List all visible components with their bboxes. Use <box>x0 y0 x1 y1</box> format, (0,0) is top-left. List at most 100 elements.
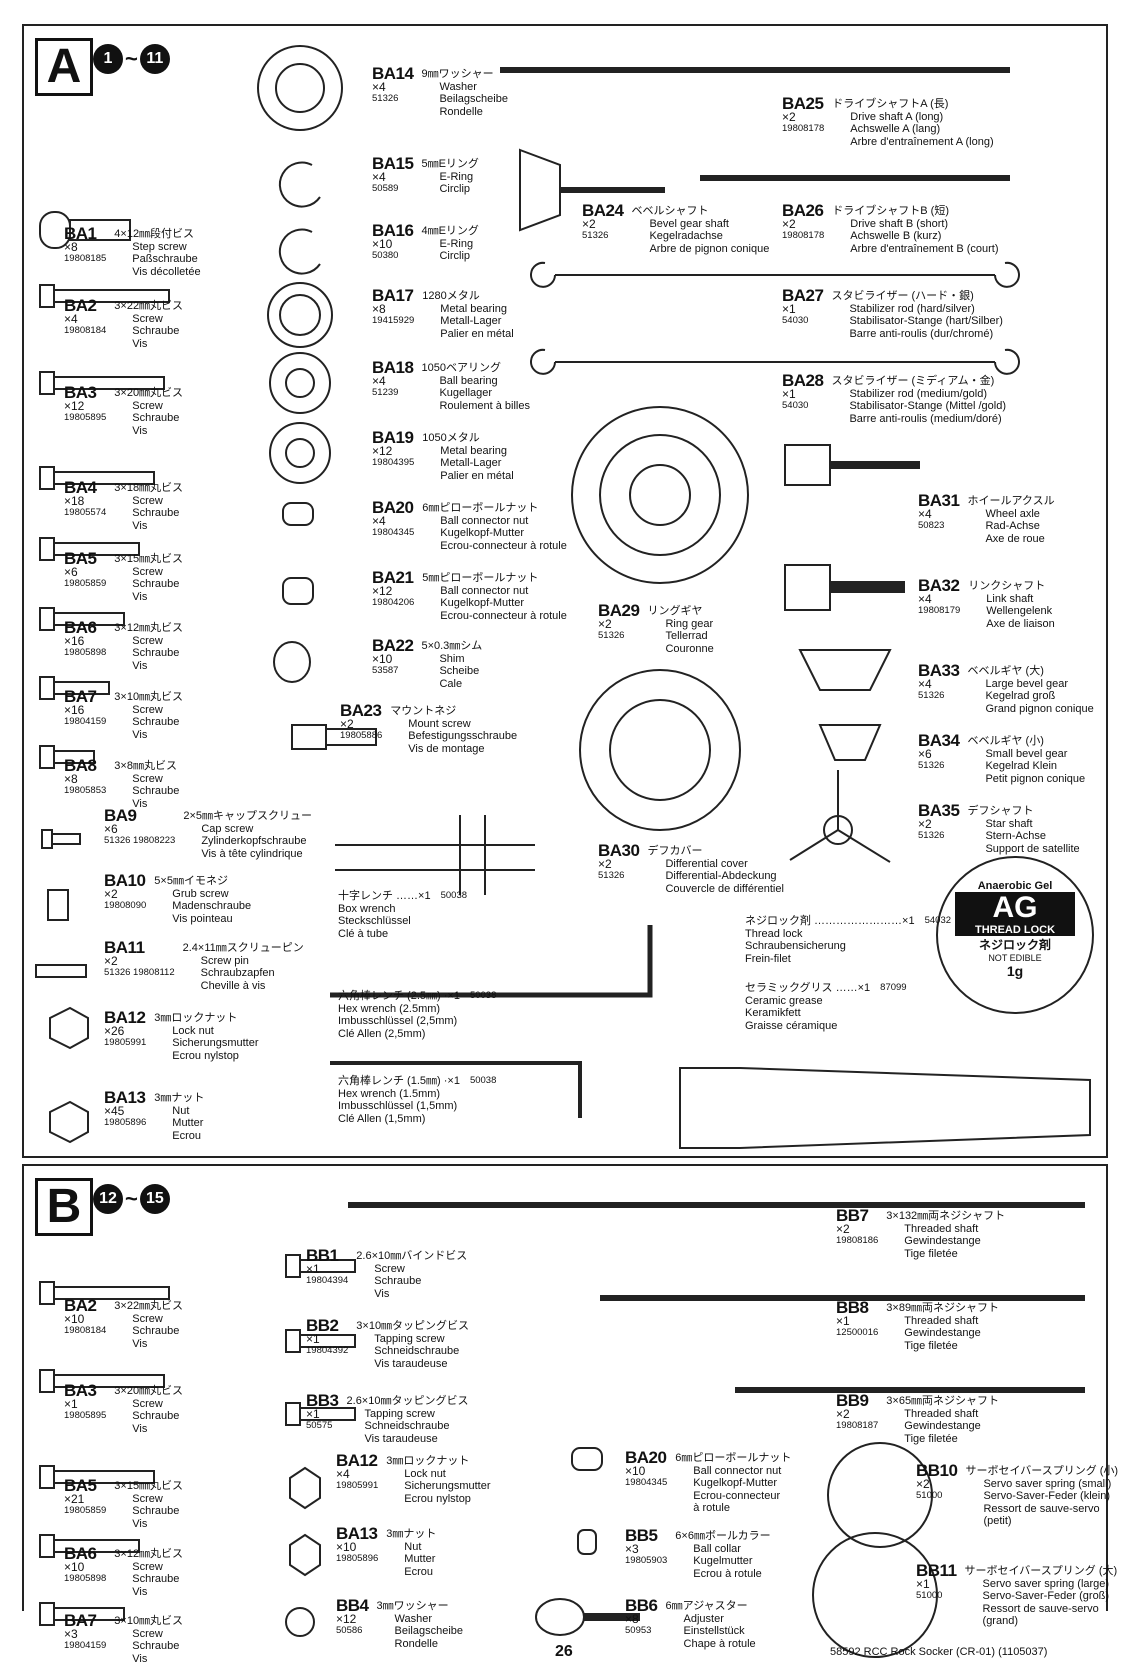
panel-a-letter: A <box>35 38 93 96</box>
part-number: 19804159 <box>64 1640 107 1651</box>
part-description: Mutter <box>172 1117 204 1129</box>
part-name-jp: 3×18㎜丸ビス <box>114 482 184 494</box>
part-quantity: ×3 <box>625 1541 639 1556</box>
part-name-jp: デフカバー <box>647 845 703 857</box>
part-number: 51326 <box>598 870 625 881</box>
part-name-jp: スタビライザー (ハード・銀) <box>831 290 974 302</box>
part-quantity: ×12 <box>372 583 393 598</box>
part-description: Screw <box>132 312 163 325</box>
part-quantity: ×4 <box>372 79 386 94</box>
part-code: BA13 <box>336 1524 378 1543</box>
part-description: Schraube <box>132 325 180 337</box>
part-description: Ecrou à rotule <box>693 1567 762 1580</box>
part-quantity: ×2 <box>104 886 118 901</box>
part-name-jp: 3×8㎜丸ビス <box>114 760 177 772</box>
part-description: Nut <box>172 1104 190 1117</box>
part-number: 19804345 <box>625 1477 668 1488</box>
ring-gear-icon <box>571 406 749 584</box>
part-number: 19805991 <box>104 1037 147 1048</box>
tool-part-number: 50038 <box>469 1075 497 1086</box>
part-code: BA20 <box>372 498 414 517</box>
tool-description: Clé Allen (2,5mm) <box>338 1027 426 1040</box>
small-bevel-gear-icon <box>818 724 882 761</box>
part-description: Beilagscheibe <box>439 93 508 105</box>
part-name-jp: 3×15㎜丸ビス <box>114 1480 184 1492</box>
part-code: BA3 <box>64 383 97 402</box>
mount-screw-icon <box>291 724 327 750</box>
part-description: Vis <box>132 659 148 672</box>
part-description: Vis taraudeuse <box>364 1432 438 1445</box>
part-number: 19808186 <box>836 1235 879 1246</box>
part-description: Nut <box>404 1540 422 1553</box>
part-description: Chape à rotule <box>683 1637 756 1650</box>
part-code: BA25 <box>782 94 824 113</box>
part-description: Mutter <box>404 1553 436 1565</box>
part-description: Tige filetée <box>904 1432 958 1445</box>
part-description: Rad-Achse <box>985 520 1040 532</box>
part-description: Drive shaft A (long) <box>850 110 944 123</box>
part-number: 19805574 <box>64 507 107 518</box>
part-description: Palier en métal <box>440 469 514 482</box>
part-name-jp: ベベルギヤ (大) <box>967 665 1044 677</box>
part-quantity: ×12 <box>336 1611 357 1626</box>
part-quantity: ×6 <box>918 746 932 761</box>
part-description: Axe de roue <box>985 532 1045 545</box>
part-description: Circlip <box>439 183 471 195</box>
part-number: 19808179 <box>918 605 961 616</box>
part-description: Ball connector nut <box>440 514 529 527</box>
part-code: BB5 <box>625 1526 658 1545</box>
part-code: BA21 <box>372 568 414 587</box>
part-number: 50589 <box>372 183 399 194</box>
part-name-jp: 9㎜ワッシャー <box>421 68 494 80</box>
part-code: BB3 <box>306 1391 339 1410</box>
part-code: BB4 <box>336 1596 369 1615</box>
part-name-jp: 4㎜Eリング <box>421 225 479 237</box>
part-number: 53587 <box>372 665 399 676</box>
ball-nut-icon <box>282 577 314 605</box>
part-quantity: ×2 <box>836 1221 850 1236</box>
model-footer: 58592 RCC Rock Socker (CR-01) (1105037) <box>830 1646 1048 1658</box>
tool-description: Hex wrench (1.5mm) <box>338 1087 441 1100</box>
part-number: 19808184 <box>64 1325 107 1336</box>
part-description: Schraube <box>132 1325 180 1337</box>
part-code: BB2 <box>306 1316 339 1335</box>
part-description: Screw <box>132 1397 163 1410</box>
part-name-jp: ベベルギヤ (小) <box>967 735 1044 747</box>
part-description: Vis <box>132 424 148 437</box>
part-quantity: ×2 <box>782 109 796 124</box>
tool-part-number: 50038 <box>469 990 497 1001</box>
part-code: BA6 <box>64 1544 97 1563</box>
part-description: Schraube <box>132 578 180 590</box>
part-description: Lock nut <box>404 1467 446 1480</box>
part-description: Schraube <box>132 647 180 659</box>
part-number: 19805991 <box>336 1480 379 1491</box>
part-name-jp: 3×22㎜丸ビス <box>114 300 184 312</box>
part-description: Ecrou-connecteur à rotule <box>440 609 567 622</box>
part-description: Screw <box>132 494 163 507</box>
part-code: BA13 <box>104 1088 146 1107</box>
part-name-jp: 3×20㎜丸ビス <box>114 387 184 399</box>
part-description: Barre anti-roulis (dur/chromé) <box>849 327 994 340</box>
thread-lock-big: AG <box>955 892 1075 924</box>
e-ring-icon <box>278 228 321 275</box>
part-description: Schraube <box>132 507 180 519</box>
part-description: Tige filetée <box>904 1339 958 1352</box>
part-quantity: ×4 <box>372 373 386 388</box>
servo-spring-large-icon <box>812 1532 938 1658</box>
part-description: Rondelle <box>394 1637 438 1650</box>
part-name-jp: ドライブシャフトB (短) <box>832 205 949 217</box>
part-number: 19805898 <box>64 647 107 658</box>
part-description: Support de satellite <box>985 842 1080 855</box>
part-description: Screw <box>132 565 163 578</box>
part-description: Screw pin <box>200 954 249 967</box>
part-name-jp: 3×89㎜両ネジシャフト <box>886 1302 1000 1314</box>
